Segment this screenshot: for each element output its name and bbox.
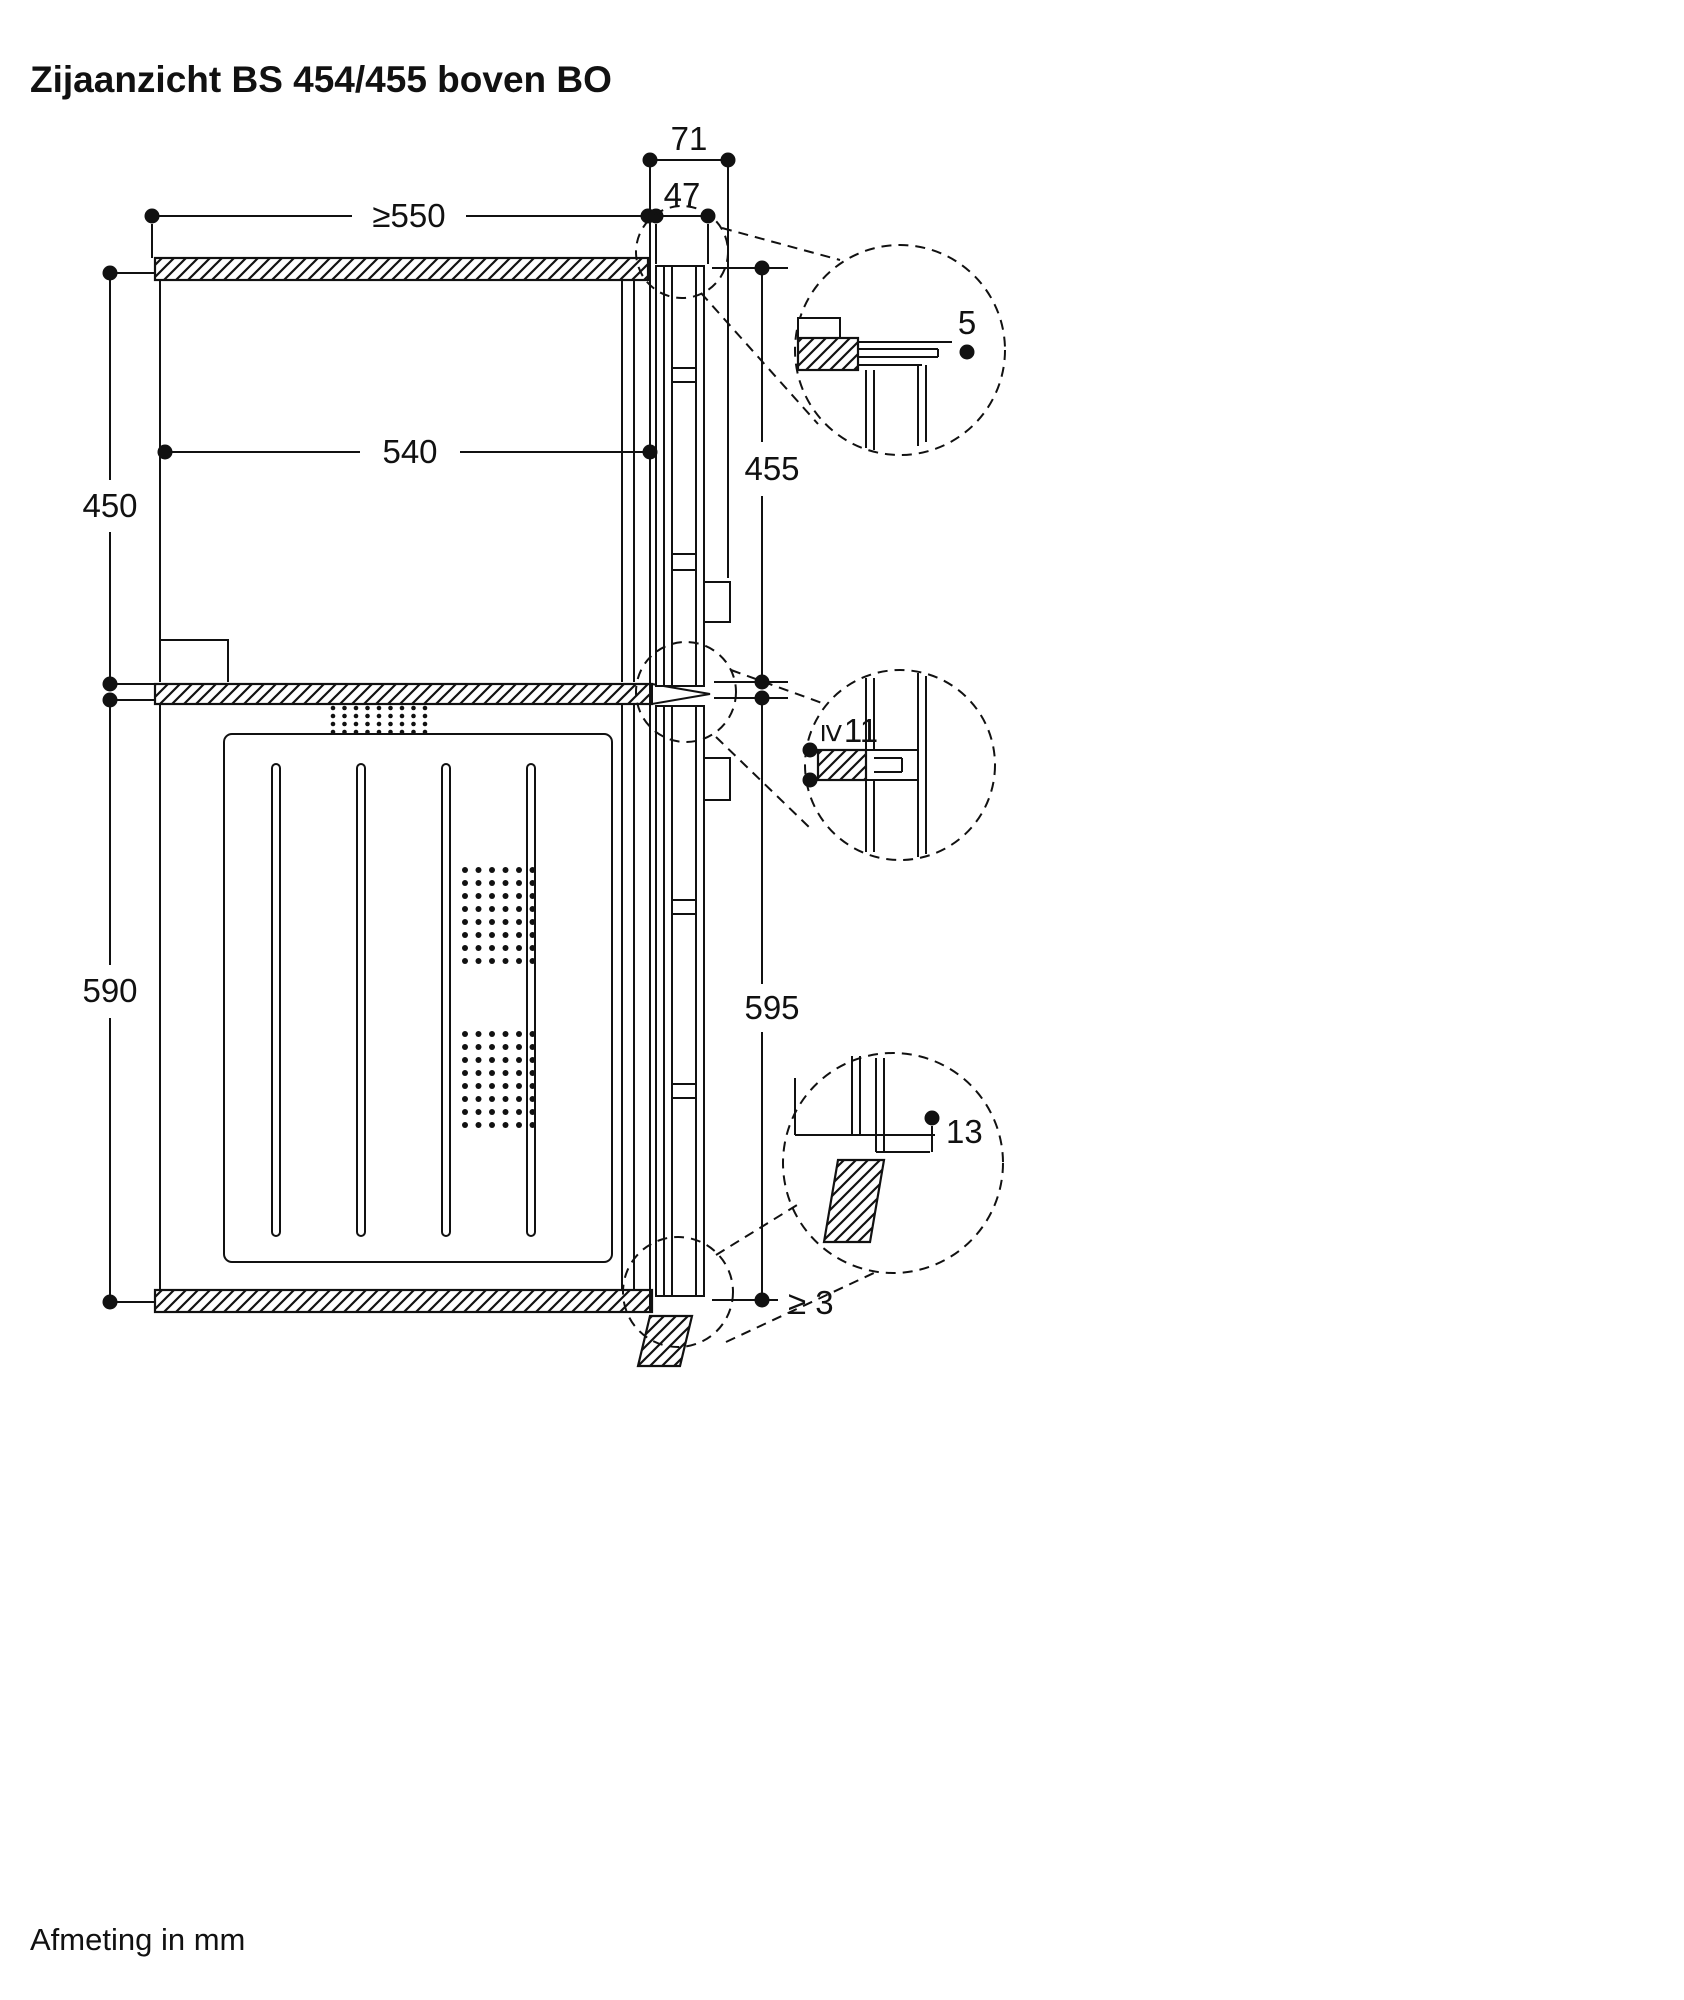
vent-slot [441, 763, 451, 1237]
door-detail-block [671, 553, 697, 571]
detail-circle-middle [804, 669, 996, 861]
units-note: Afmeting in mm [30, 1922, 245, 1957]
callout-connectors [700, 227, 877, 1343]
detail-bottom-content: 13 [794, 1056, 983, 1244]
dim-lower-front-height: 595 [712, 690, 800, 1308]
dim-door-thickness: 47 [648, 176, 716, 264]
top-countertop-panel [153, 256, 650, 282]
detail-top-gap-label: 5 [958, 304, 976, 341]
oven-body-outline [223, 733, 613, 1263]
detail-top-content: 5 [796, 304, 976, 450]
upper-niche [159, 280, 635, 682]
dim-front-depth-label: 71 [671, 120, 708, 157]
page-title: Zijaanzicht BS 454/455 boven BO [30, 59, 612, 100]
door-detail-block [671, 367, 697, 383]
callout-source-bottom [622, 1236, 734, 1348]
dim-upper-front-height-label: 455 [744, 450, 799, 487]
side-vent-holes-upper [462, 867, 536, 964]
bottom-panel [153, 1288, 654, 1314]
door-detail-block [671, 1083, 697, 1099]
callout-source-top [635, 205, 729, 299]
lower-door-handle [703, 757, 731, 801]
dim-upper-niche-height: 450 [82, 265, 156, 692]
vent-slot [356, 763, 366, 1237]
callout-source-middle [635, 641, 737, 743]
detail-circle-top [794, 244, 1006, 456]
dim-lower-niche-height: 590 [82, 692, 156, 1310]
dim-upper-front-height: 455 [712, 260, 800, 690]
detail-middle-content: ≥ 11 [802, 673, 927, 857]
dim-upper-niche-height-label: 450 [82, 487, 137, 524]
upper-appliance-door [655, 265, 731, 687]
dim-appliance-depth-label: 540 [382, 433, 437, 470]
lower-oven [159, 704, 635, 1290]
upper-niche-step [160, 639, 229, 682]
lower-appliance-door [655, 705, 731, 1297]
dim-niche-width-label: ≥550 [372, 197, 445, 234]
dim-lower-niche-height-label: 590 [82, 972, 137, 1009]
detail-bottom-gap-label: 13 [946, 1113, 983, 1150]
middle-shelf-panel [153, 682, 654, 706]
dim-niche-width: ≥550 [144, 197, 656, 258]
detail-circle-bottom [782, 1052, 1004, 1274]
vent-slot [271, 763, 281, 1237]
plinth-block [636, 1314, 694, 1368]
upper-door-handle [703, 581, 731, 623]
detail-shelf-thickness-label: 11 [844, 712, 878, 749]
side-vent-holes-lower [462, 1031, 536, 1128]
door-detail-block [671, 899, 697, 915]
dim-appliance-depth: 540 [157, 433, 658, 470]
top-vent-holes [330, 705, 428, 735]
detail-shelf-min-symbol: ≥ [815, 724, 852, 742]
dim-lower-front-height-label: 595 [744, 989, 799, 1026]
vent-slot [526, 763, 536, 1237]
middle-shelf-front-edge [651, 682, 711, 706]
